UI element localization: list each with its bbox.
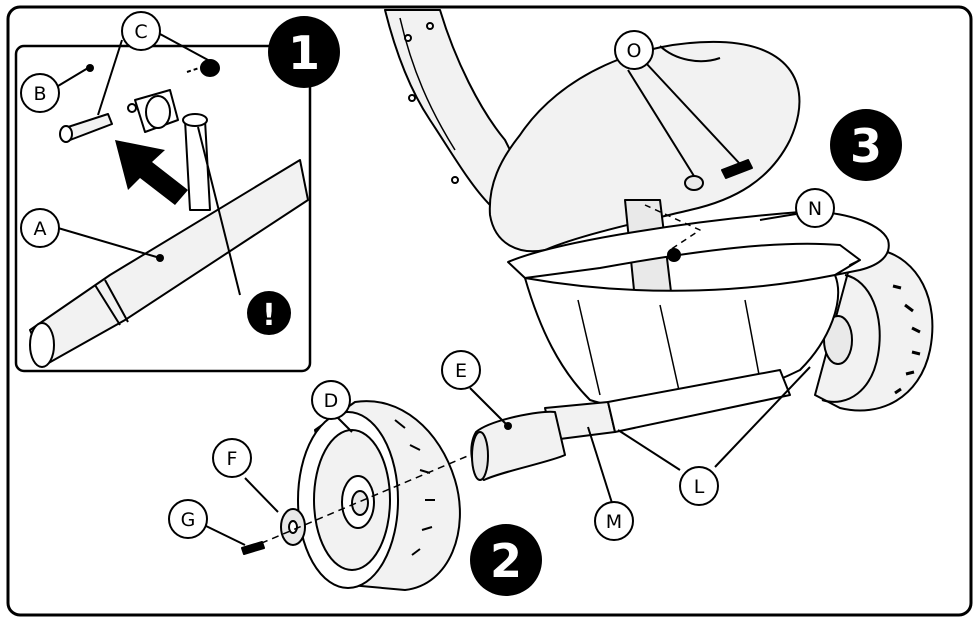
callout-n-label: N bbox=[808, 198, 822, 220]
callout-b-label: B bbox=[33, 83, 46, 105]
front-wheel bbox=[297, 400, 461, 591]
callout-c: C bbox=[121, 11, 161, 51]
callout-f: F bbox=[212, 438, 252, 478]
insert-arrow-icon bbox=[115, 140, 188, 205]
callout-l: L bbox=[679, 466, 719, 506]
callout-e: E bbox=[441, 350, 481, 390]
rear-wheel bbox=[814, 249, 934, 412]
front-wheel-assembly bbox=[241, 400, 566, 591]
step1-inset bbox=[14, 44, 312, 373]
callout-o-label: O bbox=[627, 40, 642, 62]
callout-n: N bbox=[795, 188, 835, 228]
callout-a-label: A bbox=[34, 218, 47, 240]
callout-e-label: E bbox=[455, 360, 467, 382]
callout-g-label: G bbox=[181, 509, 196, 531]
warning-badge: ! bbox=[247, 291, 291, 335]
callout-a: A bbox=[20, 208, 60, 248]
callout-f-label: F bbox=[227, 448, 238, 470]
basket-lid bbox=[488, 40, 801, 253]
leader-lines bbox=[57, 33, 811, 546]
callout-b: B bbox=[20, 73, 60, 113]
basket bbox=[507, 210, 890, 279]
callout-d: D bbox=[311, 380, 351, 420]
step-number-2: 2 bbox=[490, 534, 522, 588]
step-badge-1: 1 bbox=[268, 16, 340, 88]
step-badge-2: 2 bbox=[470, 524, 542, 596]
step-badge-3: 3 bbox=[830, 109, 902, 181]
callout-l-label: L bbox=[694, 476, 705, 498]
tricycle-assembly bbox=[384, 9, 934, 441]
screw-g bbox=[241, 541, 265, 555]
callout-m-label: M bbox=[606, 511, 622, 533]
callout-d-label: D bbox=[324, 390, 339, 412]
callout-m: M bbox=[594, 501, 634, 541]
warning-icon: ! bbox=[262, 298, 276, 333]
callout-c-label: C bbox=[134, 21, 147, 43]
step-number-1: 1 bbox=[288, 26, 320, 80]
callout-g: G bbox=[168, 499, 208, 539]
step-number-3: 3 bbox=[850, 119, 882, 173]
frame-upper bbox=[384, 9, 521, 206]
leader-dots bbox=[86, 64, 512, 430]
screw-o-washer bbox=[684, 175, 704, 191]
callout-o: O bbox=[614, 30, 654, 70]
